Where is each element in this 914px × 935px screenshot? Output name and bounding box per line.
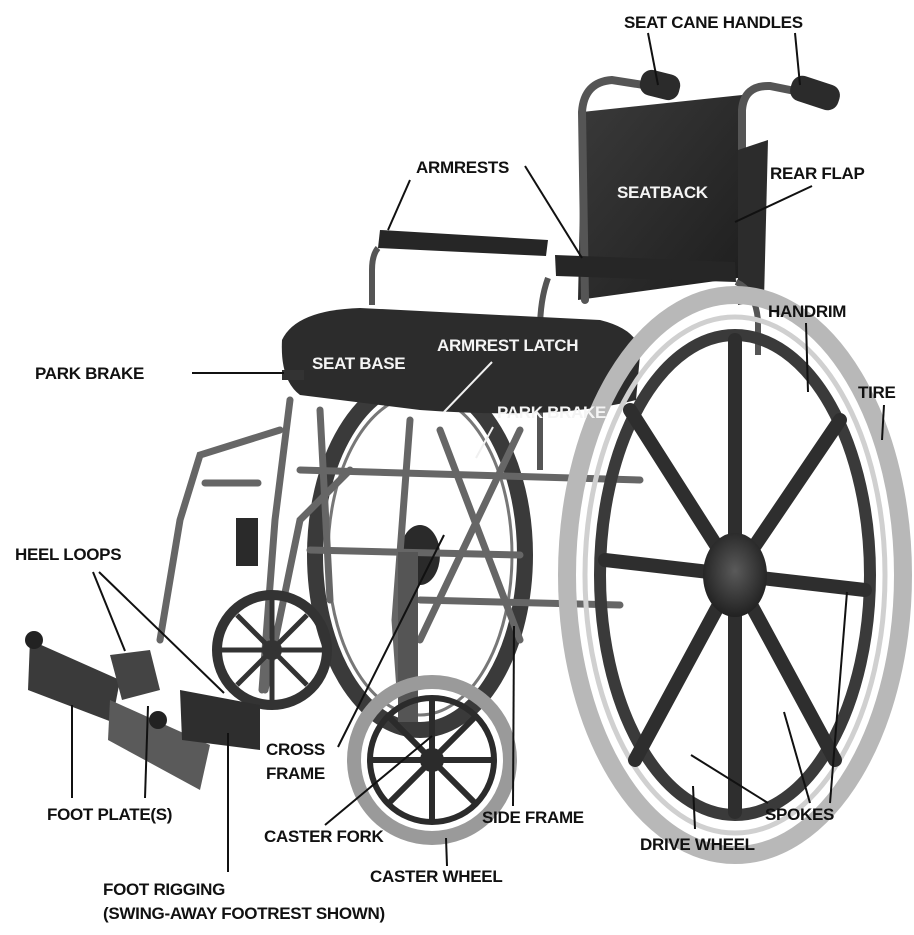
leader-spokes-3 bbox=[830, 592, 847, 803]
label-side-frame: SIDE FRAME bbox=[482, 808, 584, 828]
label-foot-plates: FOOT PLATE(S) bbox=[47, 805, 172, 825]
leader-spokes-2 bbox=[784, 712, 810, 803]
leader-side-frame bbox=[513, 626, 514, 806]
label-park-brake-inner: PARK BRAKE bbox=[497, 403, 606, 423]
leader-park-brake-inner bbox=[476, 427, 493, 458]
leader-armrest-latch bbox=[444, 362, 492, 412]
label-caster-fork: CASTER FORK bbox=[264, 827, 383, 847]
leader-heel-loops-1 bbox=[93, 572, 125, 651]
label-handrim: HANDRIM bbox=[768, 302, 846, 322]
leader-armrests-left bbox=[388, 180, 410, 230]
label-heel-loops: HEEL LOOPS bbox=[15, 545, 121, 565]
label-cross-frame-line2: FRAME bbox=[266, 764, 325, 784]
leader-armrests-right bbox=[525, 166, 582, 258]
leader-tire bbox=[882, 405, 884, 440]
label-cross-frame-line1: CROSS bbox=[266, 740, 325, 760]
label-armrest-latch: ARMREST LATCH bbox=[437, 336, 578, 356]
label-tire: TIRE bbox=[858, 383, 896, 403]
leader-rear-flap bbox=[735, 186, 812, 222]
label-seat-base: SEAT BASE bbox=[312, 354, 405, 374]
leader-caster-fork bbox=[325, 736, 432, 825]
label-spokes: SPOKES bbox=[765, 805, 834, 825]
leader-handrim bbox=[806, 323, 808, 392]
label-rear-flap: REAR FLAP bbox=[770, 164, 865, 184]
leader-caster-wheel bbox=[446, 838, 447, 866]
leader-cross-frame bbox=[338, 535, 444, 747]
label-seat-cane-handles: SEAT CANE HANDLES bbox=[624, 13, 803, 33]
label-caster-wheel: CASTER WHEEL bbox=[370, 867, 502, 887]
leader-cane-left bbox=[648, 33, 658, 85]
leader-cane-right bbox=[795, 33, 800, 85]
label-foot-rigging-line1: FOOT RIGGING bbox=[103, 880, 225, 900]
label-park-brake-left: PARK BRAKE bbox=[35, 364, 144, 384]
leader-spokes-1 bbox=[691, 755, 768, 803]
leader-drive-wheel bbox=[693, 786, 695, 829]
label-drive-wheel: DRIVE WHEEL bbox=[640, 835, 755, 855]
leader-foot-plate-2 bbox=[145, 706, 148, 798]
label-seatback: SEATBACK bbox=[617, 183, 708, 203]
label-foot-rigging-line2: (SWING-AWAY FOOTREST SHOWN) bbox=[103, 904, 385, 924]
label-armrests: ARMRESTS bbox=[416, 158, 509, 178]
